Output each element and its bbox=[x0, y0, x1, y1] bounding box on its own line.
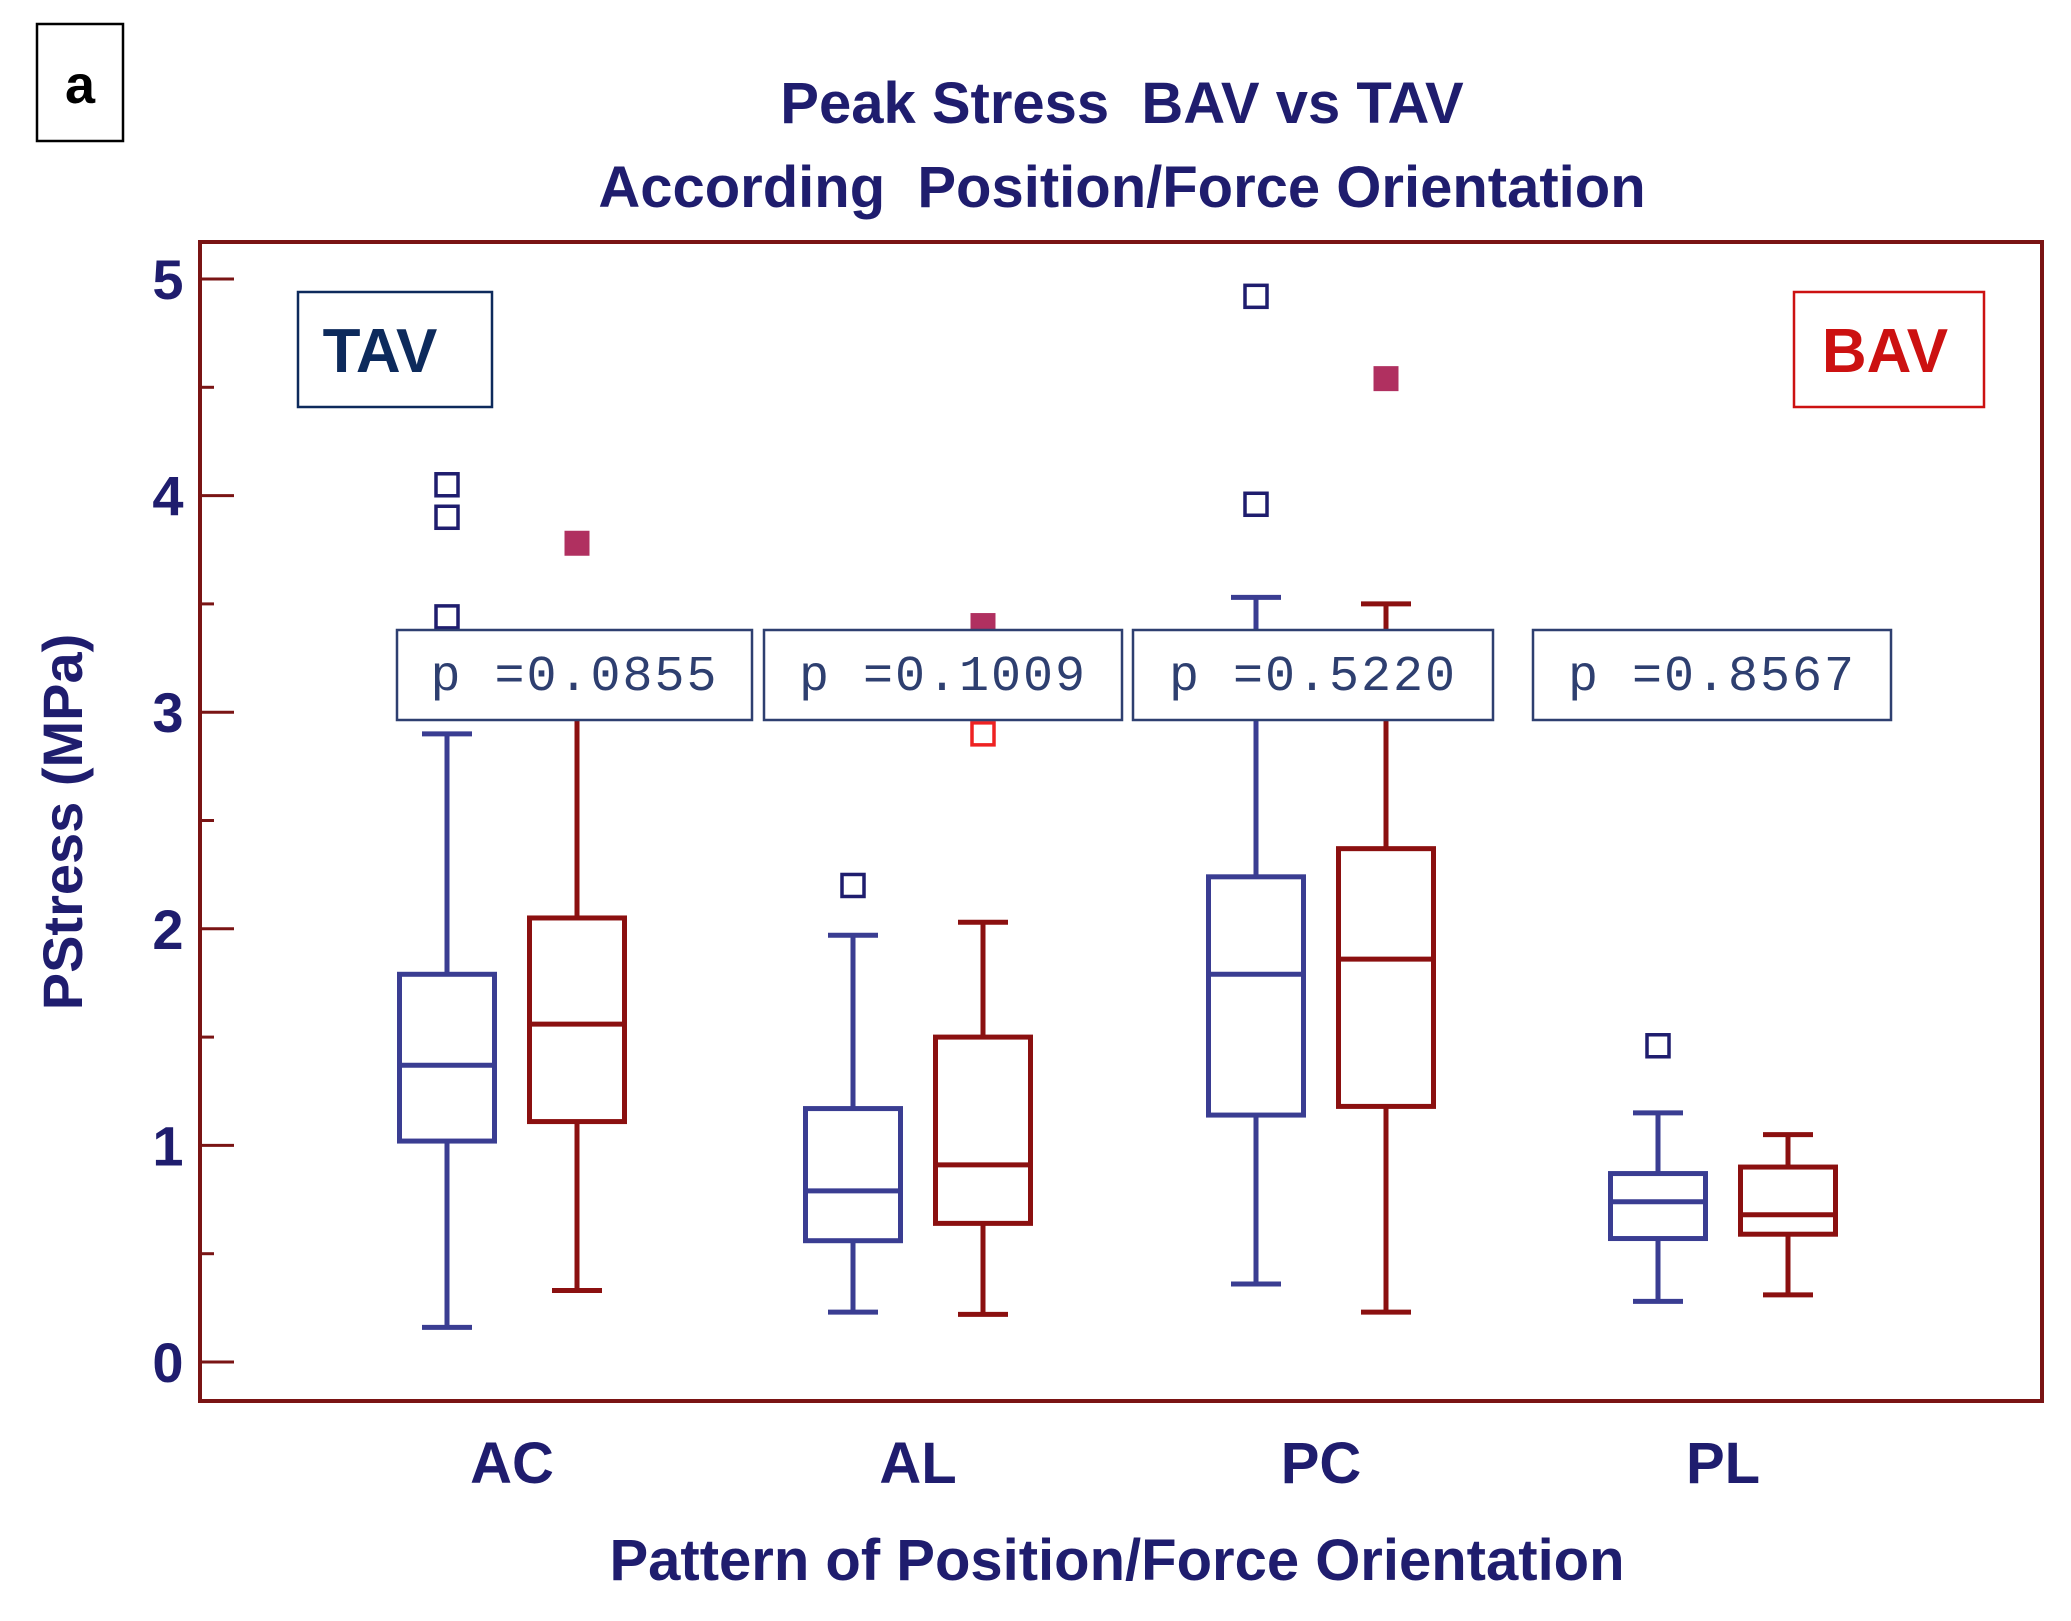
p-value-box bbox=[395, 628, 754, 722]
p-value-box bbox=[1531, 628, 1893, 722]
x-category-label: AC bbox=[470, 1431, 554, 1496]
x-category-label: AL bbox=[879, 1431, 956, 1496]
p-value-label: p =0.8567 bbox=[1568, 649, 1856, 706]
bav-ac-box bbox=[527, 915, 627, 1125]
y-tick-label: 5 bbox=[152, 248, 183, 311]
legend-box-tav bbox=[296, 290, 494, 409]
y-tick-label: 2 bbox=[152, 898, 183, 961]
legend-label-tav: TAV bbox=[323, 317, 438, 386]
x-category-label: PC bbox=[1281, 1431, 1362, 1496]
p-value-label: p =0.5220 bbox=[1169, 649, 1457, 706]
tav-ac-outlier bbox=[434, 604, 460, 630]
p-value-box bbox=[1131, 628, 1495, 722]
bav-pc-box bbox=[1336, 846, 1436, 1109]
p-value-label: p =0.1009 bbox=[799, 649, 1087, 706]
chart-title-line-2: According Position/Force Orientation bbox=[598, 155, 1645, 220]
p-value-label: p =0.0855 bbox=[430, 649, 718, 706]
tav-pc-outlier bbox=[1243, 283, 1269, 310]
y-tick-label: 3 bbox=[152, 681, 183, 744]
tav-pl-box bbox=[1608, 1171, 1708, 1242]
y-tick-label: 0 bbox=[152, 1331, 183, 1394]
bav-al-box bbox=[933, 1034, 1033, 1226]
y-tick-label: 1 bbox=[152, 1114, 183, 1177]
p-value-box bbox=[762, 628, 1124, 722]
bav-pc-outlier bbox=[1373, 366, 1399, 392]
tav-pc-box bbox=[1206, 874, 1306, 1118]
panel-label-box: a bbox=[35, 22, 125, 143]
x-category-label: PL bbox=[1686, 1431, 1760, 1496]
legend-box-bav bbox=[1792, 290, 1986, 409]
bav-al-outlier bbox=[970, 721, 996, 747]
legend-label-bav: BAV bbox=[1822, 317, 1948, 386]
tav-al-outlier bbox=[840, 872, 866, 899]
plot-area: 0 1 2 3 4 5AC AL PC PL TAV BAV p =0.0855 p =0.1009 p … bbox=[152, 240, 2044, 1496]
tav-al-box bbox=[803, 1106, 903, 1244]
panel-label: a bbox=[65, 55, 96, 115]
y-tick-label: 4 bbox=[152, 465, 183, 528]
tav-pc-outlier bbox=[1243, 491, 1269, 518]
tav-ac-outlier bbox=[434, 472, 460, 498]
tav-ac-outlier bbox=[434, 504, 460, 531]
chart-title-line-1: Peak Stress BAV vs TAV bbox=[780, 71, 1464, 136]
y-axis-label: PStress (MPa) bbox=[31, 634, 94, 1011]
tav-pl-outlier bbox=[1645, 1033, 1671, 1059]
x-axis-label: Pattern of Position/Force Orientation bbox=[609, 1528, 1624, 1593]
tav-ac-box bbox=[397, 971, 497, 1144]
bav-pl-box bbox=[1738, 1164, 1838, 1237]
bav-ac-outlier bbox=[564, 530, 590, 556]
